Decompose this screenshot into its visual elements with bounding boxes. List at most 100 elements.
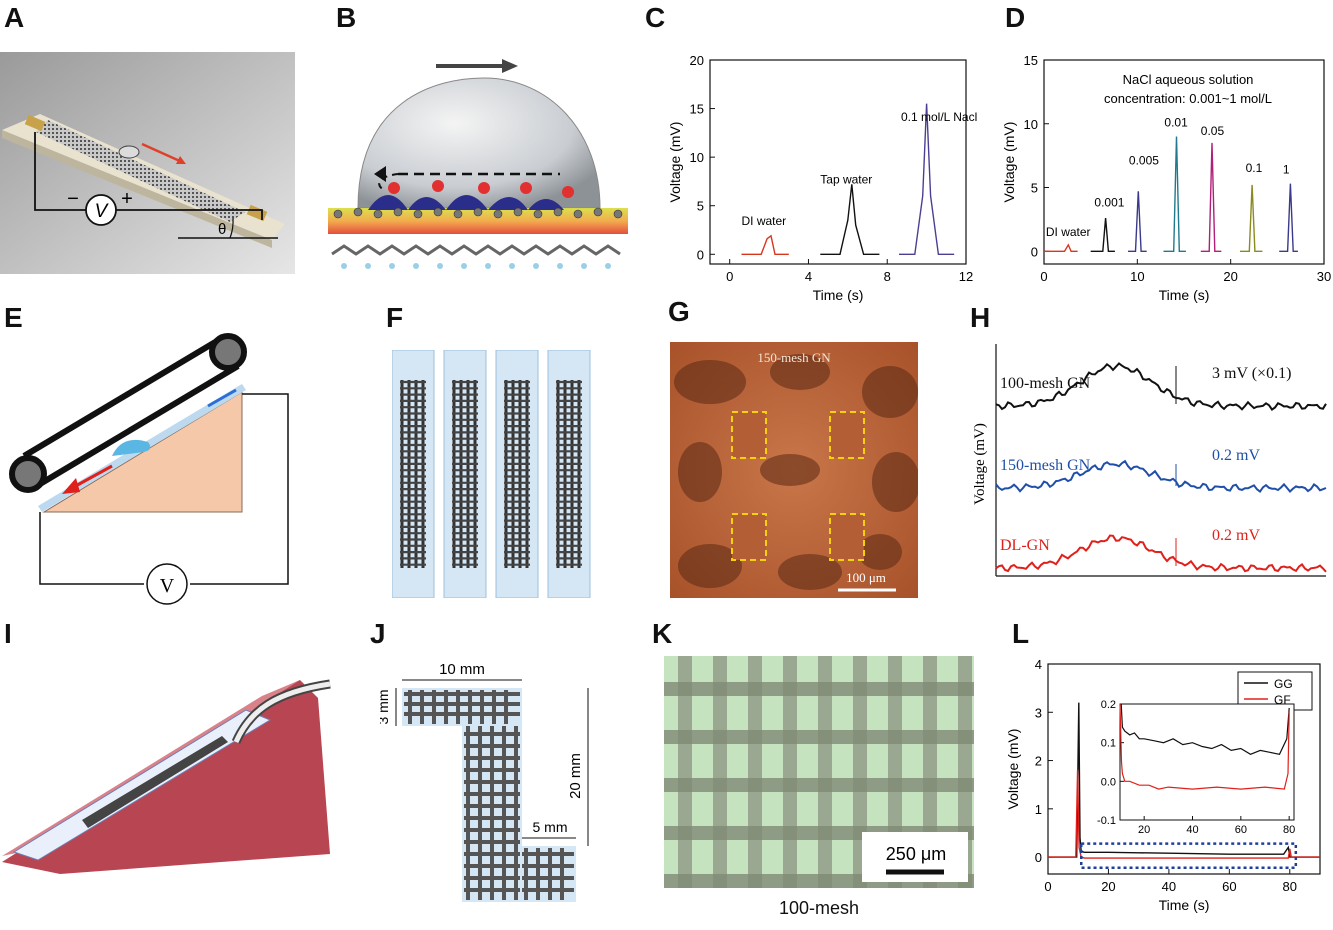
- panel-d-series-4-label: 0.05: [1201, 124, 1225, 138]
- panel-c-x-axis-label: Time (s): [813, 287, 864, 303]
- panel-f-strip: [547, 350, 591, 598]
- panel-f-mesh-strips: [392, 350, 591, 598]
- panel-f-strip: [495, 350, 539, 598]
- panel-d-y-tick-label: 0: [1031, 244, 1038, 259]
- panel-l-y-axis-label: Voltage (mV): [1005, 729, 1021, 810]
- panel-l-x-tick-label: 60: [1222, 879, 1236, 894]
- panel-l-x-tick-label: 0: [1044, 879, 1051, 894]
- panel-l-x-tick-label: 80: [1283, 879, 1297, 894]
- panel-l-y-tick-label: 4: [1035, 657, 1042, 672]
- panel-d-series-3-line: [1163, 136, 1186, 253]
- panel-letter-c: C: [645, 2, 666, 33]
- panel-l-x-tick-label: 40: [1162, 879, 1176, 894]
- panel-a-theta: θ: [218, 221, 226, 238]
- panel-e-illustration: V: [9, 333, 289, 605]
- panel-letter-b: B: [336, 2, 357, 33]
- panel-g-micrograph: 150-mesh GN 100 μm: [670, 342, 918, 598]
- panel-l-inset-y-tick-label: -0.1: [1097, 815, 1116, 827]
- panel-l-series-0-line: [1048, 702, 1320, 858]
- panel-l-plot-frame: [1047, 663, 1321, 875]
- panel-letter-k: K: [652, 618, 673, 649]
- panel-h-y-axis-label: Voltage (mV): [972, 423, 988, 505]
- panel-d-series-6-line: [1279, 183, 1298, 253]
- panel-k-micrograph: 250 μm: [664, 656, 974, 888]
- panel-l-inset-x-tick-label: 80: [1283, 824, 1295, 836]
- panel-c-y-axis-label: Voltage (mV): [667, 122, 683, 203]
- panel-c-x-tick-label: 0: [726, 269, 733, 284]
- panel-d-y-tick-label: 10: [1024, 117, 1038, 132]
- panel-d-series-0-label: DI water: [1046, 225, 1091, 239]
- panel-d-series-3-label: 0.01: [1164, 115, 1188, 129]
- panel-l-series-1-line: [1048, 770, 1320, 859]
- panel-d-x-tick-label: 0: [1040, 269, 1047, 284]
- panel-c-series-0-label: DI water: [742, 214, 787, 228]
- panel-l-y-tick-label: 3: [1035, 705, 1042, 720]
- panel-d-plot-frame: [1043, 59, 1325, 265]
- panel-h-trace-0-annotation: 3 mV (×0.1): [1212, 365, 1291, 382]
- panel-letter-i: I: [4, 618, 12, 649]
- panel-d-series-5-label: 0.1: [1246, 161, 1263, 175]
- panel-d-x-tick-label: 20: [1223, 269, 1237, 284]
- panel-letter-g: G: [668, 296, 690, 327]
- panel-c-series-1-line: [820, 184, 880, 256]
- panel-a-plus: +: [121, 188, 133, 210]
- panel-l-y-tick-label: 2: [1035, 754, 1042, 769]
- panel-c-y-tick-label: 0: [697, 247, 704, 262]
- panel-d-annotation-line-1: NaCl aqueous solution: [1123, 72, 1254, 87]
- panel-j-dim-5-label: 5 mm: [533, 819, 568, 835]
- panel-c-series-2-line: [899, 103, 955, 256]
- panel-l-inset-series-0-line: [1120, 703, 1290, 755]
- panel-d-series-1-label: 0.001: [1094, 196, 1124, 210]
- panel-h-trace-0-label: 100-mesh GN: [1000, 375, 1091, 392]
- panel-l-x-tick-label: 20: [1101, 879, 1115, 894]
- panel-j-dim-10-label: 10 mm: [439, 661, 485, 678]
- panel-h-trace-1-annotation: 0.2 mV: [1212, 447, 1260, 464]
- panel-c-x-tick-label: 8: [884, 269, 891, 284]
- panel-k-caption: 100-mesh: [778, 898, 860, 918]
- panel-h-trace-0-line: [995, 362, 1327, 411]
- panel-c-y-tick-label: 5: [697, 199, 704, 214]
- panel-g-label: 150-mesh GN: [757, 350, 831, 365]
- panel-d-series-1-line: [1090, 218, 1115, 253]
- panel-d-y-axis-label: Voltage (mV): [1001, 122, 1017, 203]
- panel-k-horizontal-fiber: [664, 682, 974, 696]
- panel-c-y-tick-label: 10: [690, 150, 704, 165]
- panel-d-series-0-line: [1044, 243, 1078, 253]
- panel-l-inset-y-tick-label: 0.1: [1101, 738, 1116, 750]
- panel-k-horizontal-fiber: [664, 778, 974, 792]
- panel-d-y-tick-label: 15: [1024, 53, 1038, 68]
- panel-d-x-tick-label: 30: [1317, 269, 1331, 284]
- panel-d-series-5-line: [1240, 184, 1263, 253]
- panel-h-trace-2-label: DL-GN: [1000, 537, 1050, 554]
- panel-g-scale-label: 100 μm: [846, 570, 886, 585]
- panel-b-illustration: [328, 59, 628, 269]
- panel-d-series-6-label: 1: [1283, 162, 1290, 176]
- panel-c-x-tick-label: 4: [805, 269, 812, 284]
- panel-l-y-tick-label: 0: [1035, 850, 1042, 865]
- panel-l-y-tick-label: 1: [1035, 802, 1042, 817]
- panel-h-trace-2-line: [995, 534, 1327, 573]
- panel-e-voltmeter-label: V: [160, 575, 175, 597]
- panel-a-illustration: V − + θ: [0, 52, 295, 274]
- panel-c-series-0-line: [741, 234, 789, 256]
- panel-a-minus: −: [67, 188, 79, 210]
- panel-l-inset-y-tick-label: 0.0: [1101, 776, 1116, 788]
- panel-d-series-4-line: [1200, 142, 1222, 253]
- panel-letter-a: A: [4, 2, 25, 33]
- panel-h-trace-2-annotation: 0.2 mV: [1212, 527, 1260, 544]
- panel-c-plot-frame: [709, 59, 967, 265]
- panel-c-series-2-label: 0.1 mol/L Nacl: [901, 110, 977, 124]
- panel-d-annotation-line-2: concentration: 0.001~1 mol/L: [1104, 91, 1272, 106]
- panel-l-inset-x-tick-label: 20: [1138, 824, 1150, 836]
- panel-d-x-axis-label: Time (s): [1159, 287, 1210, 303]
- panel-l-highlight-box: [1079, 842, 1298, 869]
- panel-letter-h: H: [970, 302, 991, 333]
- panel-k-scale-label: 250 μm: [886, 844, 946, 864]
- panel-d-series-2-label: 0.005: [1129, 154, 1159, 168]
- panel-l-legend-label-0: GG: [1274, 677, 1293, 691]
- panel-l-inset-frame: [1119, 703, 1295, 821]
- panel-d-y-tick-label: 5: [1031, 181, 1038, 196]
- panel-l-inset-x-tick-label: 60: [1235, 824, 1247, 836]
